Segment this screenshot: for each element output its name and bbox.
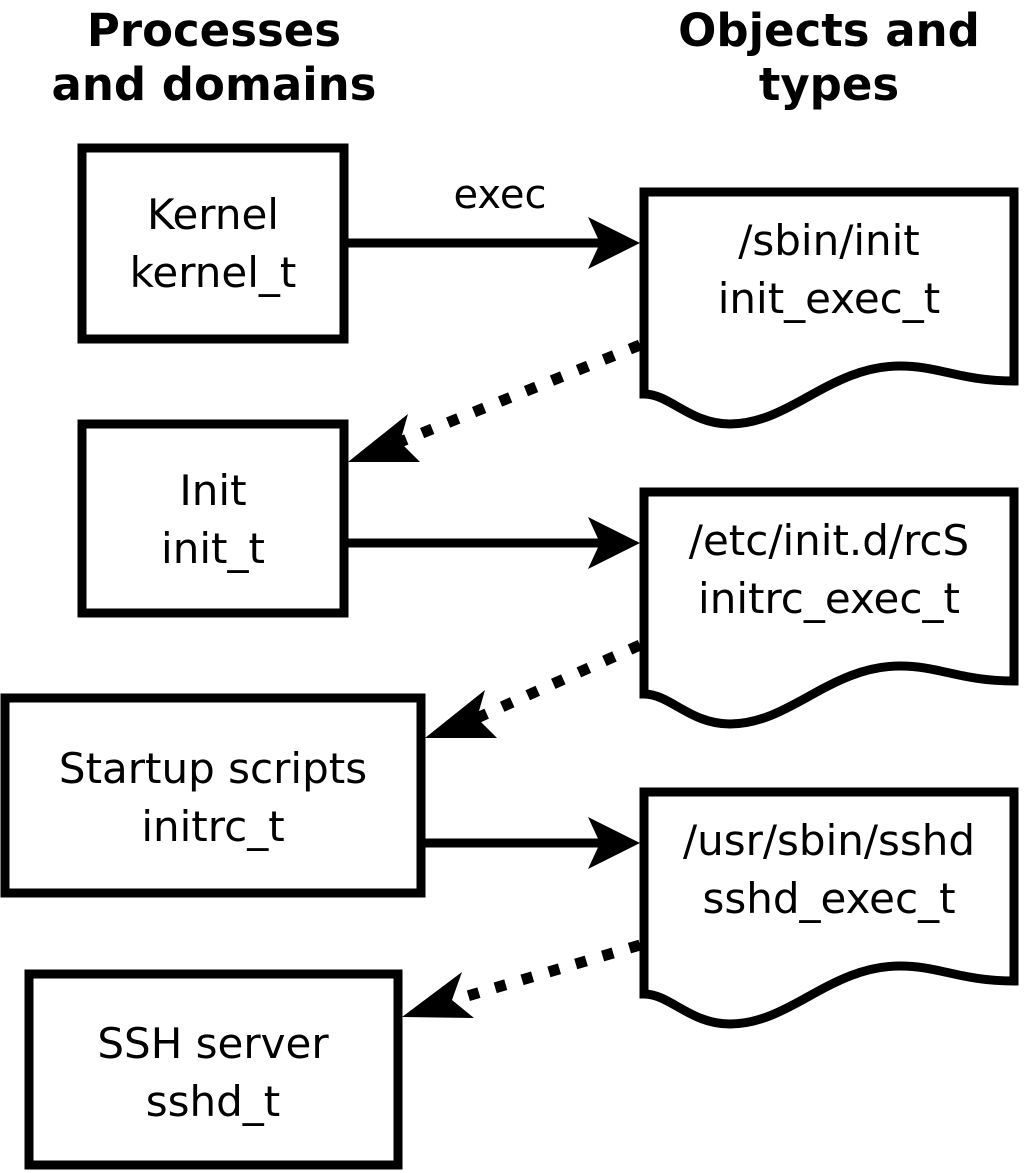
arrowhead-sshd-exec-transition-sshd xyxy=(402,972,474,1018)
node-startup-scripts[interactable]: Startup scripts initrc_t xyxy=(0,693,426,898)
arrowhead-init-exec-initrc-exec xyxy=(588,517,640,569)
node-startup-scripts-line1: Startup scripts xyxy=(59,744,367,793)
edge-init-exec-transition-init xyxy=(348,339,643,462)
arrowhead-init-exec-transition-init xyxy=(348,414,420,462)
edge-label-exec: exec xyxy=(454,172,547,218)
node-ssh-server-line2: sshd_t xyxy=(146,1077,281,1126)
node-sbin-init-document-shape[interactable] xyxy=(639,187,1019,429)
node-startup-scripts-box[interactable] xyxy=(0,693,426,898)
edge-init-exec-transition-init-line xyxy=(397,339,643,448)
node-init-line1: Init xyxy=(179,466,246,515)
column-header-processes-line2: and domains xyxy=(52,58,377,111)
arrowhead-initrc-exec-transition-initrc xyxy=(425,690,497,738)
edge-init-exec-initrc-exec xyxy=(348,517,640,569)
node-etc-initd-rcs-line2: initrc_exec_t xyxy=(698,574,960,623)
edge-sshd-exec-transition-sshd-line xyxy=(452,939,642,1006)
node-ssh-server[interactable]: SSH server sshd_t xyxy=(24,969,403,1170)
node-etc-initd-rcs[interactable]: /etc/init.d/rcS initrc_exec_t xyxy=(639,487,1019,729)
node-kernel-line1: Kernel xyxy=(147,190,279,239)
node-sbin-init-line2: init_exec_t xyxy=(718,274,941,323)
arrowhead-kernel-exec-init-exec xyxy=(588,217,640,269)
node-etc-initd-rcs-document-shape[interactable] xyxy=(639,487,1019,729)
node-sbin-init[interactable]: /sbin/init init_exec_t xyxy=(639,187,1019,429)
node-ssh-server-line1: SSH server xyxy=(97,1019,329,1068)
edge-initrc-exec-sshd-exec xyxy=(425,817,640,869)
node-init-line2: init_t xyxy=(161,524,265,573)
node-kernel-box[interactable] xyxy=(77,143,349,344)
edge-initrc-exec-transition-initrc-line xyxy=(474,639,643,724)
node-ssh-server-box[interactable] xyxy=(24,969,403,1170)
node-usr-sbin-sshd-document-shape[interactable] xyxy=(639,787,1019,1029)
node-init[interactable]: Init init_t xyxy=(77,419,349,618)
edge-sshd-exec-transition-sshd xyxy=(402,939,642,1018)
arrowhead-initrc-exec-sshd-exec xyxy=(588,817,640,869)
column-header-objects-line1: Objects and xyxy=(678,4,980,57)
node-kernel-line2: kernel_t xyxy=(130,248,297,297)
node-usr-sbin-sshd-line2: sshd_exec_t xyxy=(702,874,955,923)
node-sbin-init-line1: /sbin/init xyxy=(738,216,920,265)
edge-initrc-exec-transition-initrc xyxy=(425,639,643,738)
column-header-objects-line2: types xyxy=(759,58,899,111)
column-header-processes: Processes and domains xyxy=(52,4,377,111)
node-kernel[interactable]: Kernel kernel_t xyxy=(77,143,349,344)
node-startup-scripts-line2: initrc_t xyxy=(141,802,284,851)
column-header-objects: Objects and types xyxy=(678,4,980,111)
node-init-box[interactable] xyxy=(77,419,349,618)
node-usr-sbin-sshd-line1: /usr/sbin/sshd xyxy=(683,816,975,865)
column-header-processes-line1: Processes xyxy=(87,4,341,57)
node-usr-sbin-sshd[interactable]: /usr/sbin/sshd sshd_exec_t xyxy=(639,787,1019,1029)
edge-kernel-exec-init-exec: exec xyxy=(348,172,640,269)
node-etc-initd-rcs-line1: /etc/init.d/rcS xyxy=(689,516,969,565)
